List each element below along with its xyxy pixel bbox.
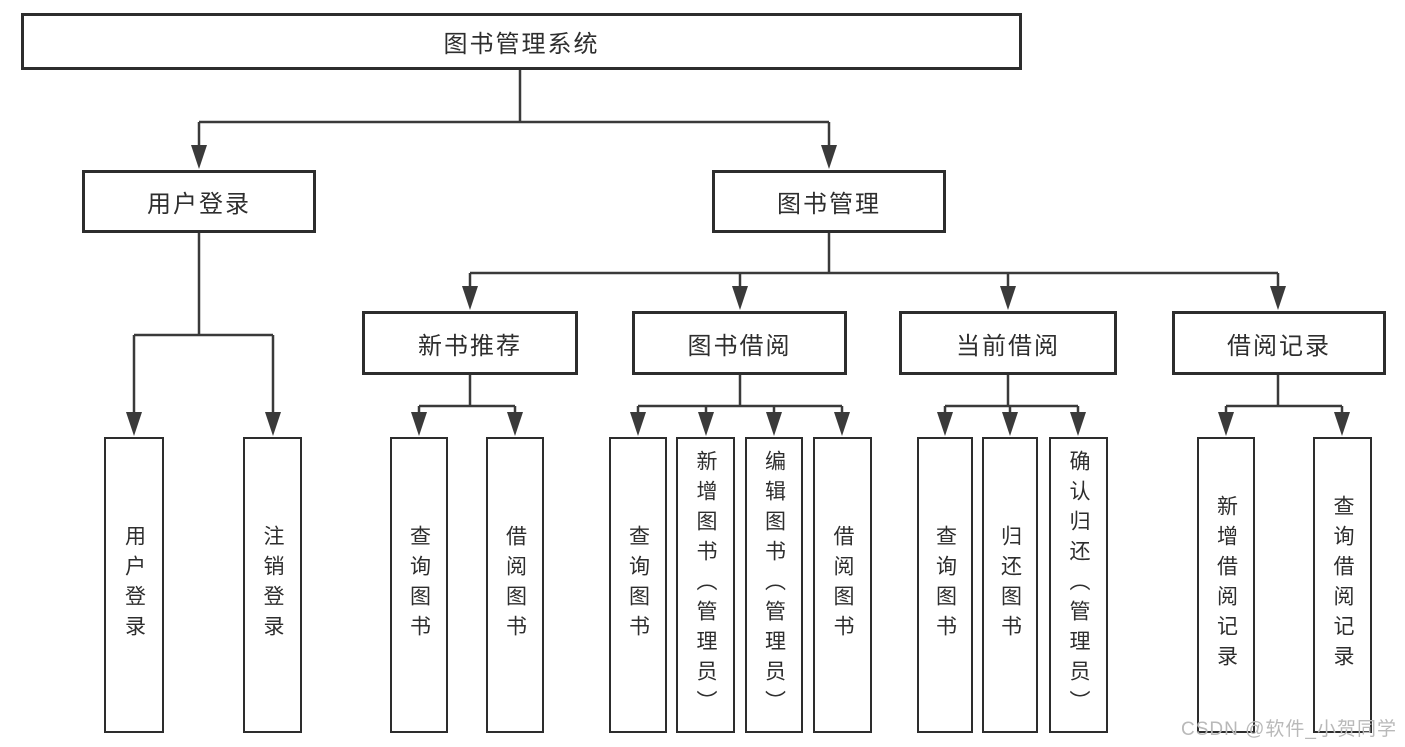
node-current-borrowing: 当前借阅 (899, 311, 1117, 375)
node-user-login: 用户登录 (82, 170, 316, 233)
node-root-system: 图书管理系统 (21, 13, 1022, 70)
leaf-confirm-return-admin: 确认归还（管理员） (1049, 437, 1108, 733)
leaf-query-books-borrowing: 查询图书 (609, 437, 667, 733)
leaf-query-books-recommend: 查询图书 (390, 437, 448, 733)
leaf-logout: 注销登录 (243, 437, 302, 733)
leaf-borrow-books: 借阅图书 (813, 437, 872, 733)
node-book-management: 图书管理 (712, 170, 946, 233)
leaf-user-login: 用户登录 (104, 437, 164, 733)
leaf-borrow-books-recommend: 借阅图书 (486, 437, 544, 733)
csdn-watermark: CSDN @软件_小贺同学 (1181, 719, 1397, 740)
leaf-edit-books-admin: 编辑图书（管理员） (745, 437, 803, 733)
node-borrowing-records: 借阅记录 (1172, 311, 1386, 375)
arrowheads (126, 145, 1350, 436)
leaf-query-books-current: 查询图书 (917, 437, 973, 733)
node-book-borrowing: 图书借阅 (632, 311, 847, 375)
leaf-query-borrow-record: 查询借阅记录 (1313, 437, 1372, 733)
leaf-add-books-admin: 新增图书（管理员） (676, 437, 735, 733)
leaf-add-borrow-record: 新增借阅记录 (1197, 437, 1255, 733)
leaf-return-books: 归还图书 (982, 437, 1038, 733)
node-new-book-recommend: 新书推荐 (362, 311, 578, 375)
